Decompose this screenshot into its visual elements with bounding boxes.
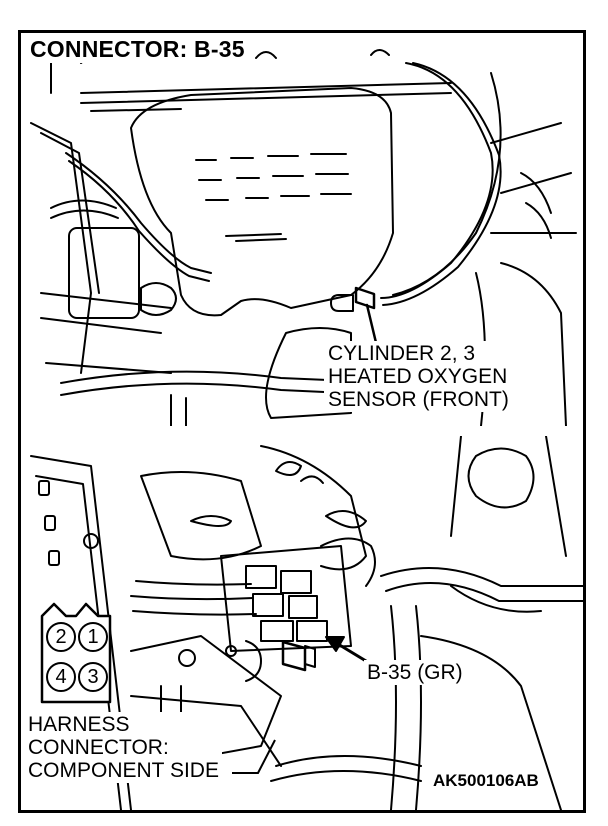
sensor-callout: CYLINDER 2, 3 HEATED OXYGEN SENSOR (FRON… [324,341,513,412]
pin-3: 3 [78,662,108,692]
callout-line-3: SENSOR (FRONT) [328,388,509,411]
connector-title: CONNECTOR: B-35 [28,36,251,63]
harness-connector-face: 2 1 4 3 [38,600,114,706]
harness-line-1: HARNESS [28,713,130,736]
callout-line-2: HEATED OXYGEN [328,365,508,388]
harness-label: HARNESS CONNECTOR: COMPONENT SIDE [25,712,222,783]
top-engine-illustration [21,33,583,426]
callout-line-1: CYLINDER 2, 3 [328,342,476,365]
figure-code: AK500106AB [430,771,542,791]
harness-line-2: CONNECTOR: [28,736,169,759]
pin-2: 2 [46,622,76,652]
connector-callout: B-35 (GR) [364,660,466,685]
harness-line-3: COMPONENT SIDE [28,759,219,782]
panel-divider [21,426,583,436]
pin-1: 1 [78,622,108,652]
pin-4: 4 [46,662,76,692]
